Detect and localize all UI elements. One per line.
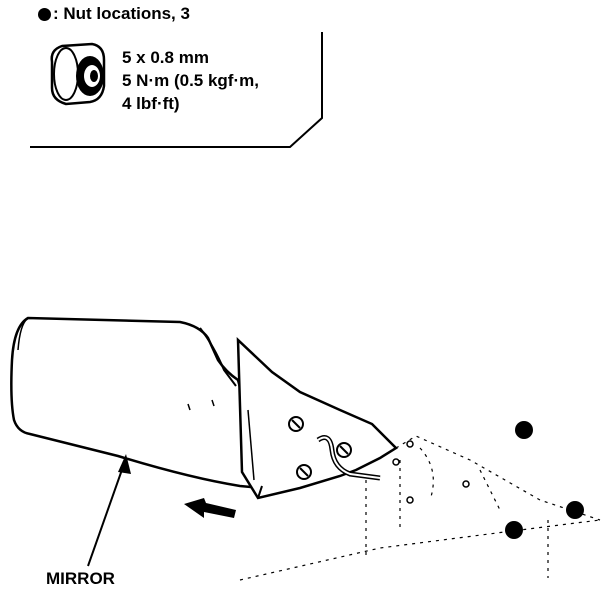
mirror-base (236, 337, 398, 500)
legend-colon: : (53, 4, 64, 23)
nut-torque-line1: 5 N·m (0.5 kgf·m, (122, 71, 259, 90)
nut-marker-icon (38, 7, 51, 21)
mirror-leader-arrow (87, 454, 131, 567)
mirror-housing (10, 316, 264, 490)
mirror-label: MIRROR (46, 569, 115, 588)
flange-nut-icon (50, 42, 106, 106)
stud-lower (296, 464, 312, 480)
nut-spec: 5 x 0.8 mm 5 N·m (0.5 kgf·m, 4 lbf·ft) (122, 46, 259, 115)
legend-title: : Nut locations, 3 (38, 4, 190, 24)
nut-location-marker-icon (515, 421, 533, 439)
stud-middle (336, 442, 352, 458)
door-holes (392, 440, 470, 504)
nut-size: 5 x 0.8 mm (122, 48, 209, 67)
nut-location-marker-icon (505, 521, 523, 539)
door-panel (239, 435, 601, 581)
nut-torque-line2: 4 lbf·ft) (122, 94, 180, 113)
direction-arrow-icon (184, 498, 236, 518)
nut-location-marker-icon (566, 501, 584, 519)
stud-upper (288, 416, 304, 432)
legend-title-text: Nut locations, 3 (63, 4, 190, 23)
